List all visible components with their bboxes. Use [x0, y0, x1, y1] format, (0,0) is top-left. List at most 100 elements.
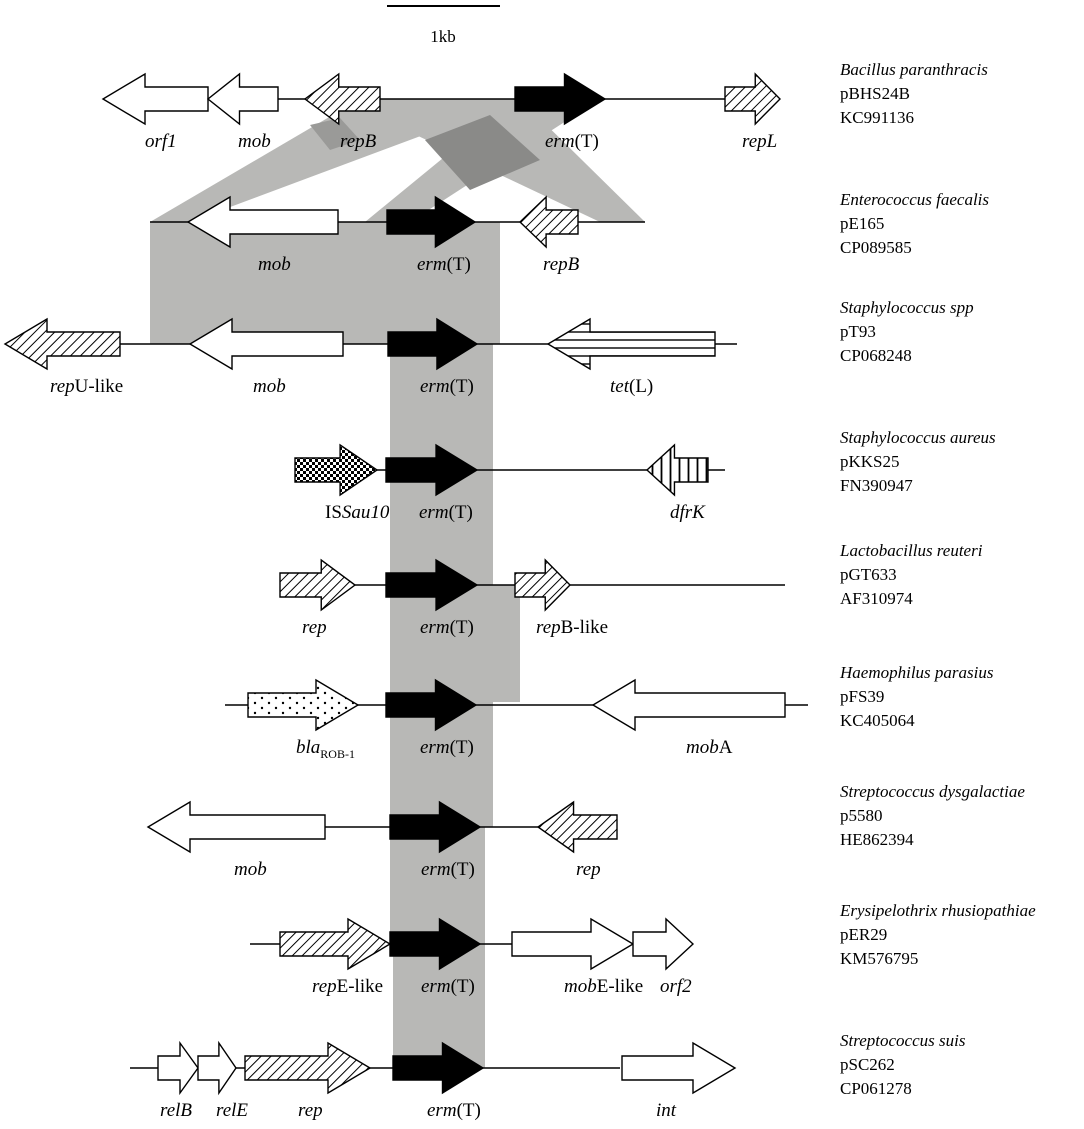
- gene-arrow-repb-like: [514, 558, 571, 612]
- gene-label-repu-like: repU-like: [50, 376, 123, 397]
- gene-arrow-dfrk: [645, 443, 709, 497]
- scale-bar-label: 1kb: [430, 27, 456, 46]
- plasmid-name: p5580: [840, 806, 883, 825]
- accession-number: AF310974: [840, 589, 913, 608]
- gene-label-ermt: erm(T): [419, 502, 473, 523]
- gene-arrow-issau10: [294, 443, 379, 497]
- gene-label-ermt: erm(T): [427, 1100, 481, 1121]
- gene-arrow-mob: [186, 195, 339, 249]
- species-name: Bacillus paranthracis: [840, 60, 988, 79]
- plasmid-name: pBHS24B: [840, 84, 910, 103]
- accession-number: KM576795: [840, 949, 918, 968]
- gene-arrow-moba: [591, 678, 786, 732]
- gene-arrow-ermt: [386, 195, 477, 249]
- gene-arrow-blarob-1: [247, 678, 360, 732]
- gene-arrow-repl: [724, 72, 781, 126]
- gene-label-mob: mob: [253, 376, 286, 397]
- plasmid-name: pFS39: [840, 687, 884, 706]
- gene-arrow-mob: [146, 800, 326, 854]
- accession-number: KC405064: [840, 711, 915, 730]
- gene-arrow-rep: [536, 800, 618, 854]
- species-name: Haemophilus parasius: [839, 663, 994, 682]
- gene-label-ermt: erm(T): [421, 859, 475, 880]
- gene-label-rep: rep: [298, 1100, 323, 1121]
- gene-label-mob: mob: [234, 859, 267, 880]
- gene-label-dfrk: dfrK: [670, 502, 706, 523]
- species-name: Streptococcus dysgalactiae: [840, 782, 1025, 801]
- species-name: Staphylococcus aureus: [840, 428, 996, 447]
- gene-label-ermt: erm(T): [545, 131, 599, 152]
- gene-arrow-ermt: [385, 443, 479, 497]
- gene-arrow-rele: [197, 1040, 237, 1096]
- species-name: Staphylococcus spp: [840, 298, 974, 317]
- gene-label-orf2: orf2: [660, 976, 692, 997]
- gene-arrow-ermt: [389, 800, 482, 854]
- gene-arrow-ermt: [514, 72, 607, 126]
- accession-number: FN390947: [840, 476, 913, 495]
- gene-label-mob: mob: [238, 131, 271, 152]
- accession-number: HE862394: [840, 830, 914, 849]
- gene-label-rele: relE: [216, 1100, 248, 1121]
- plasmid-name: pT93: [840, 322, 876, 341]
- gene-arrow-ermt: [387, 317, 479, 371]
- species-name: Enterococcus faecalis: [839, 190, 989, 209]
- gene-arrow-repe-like: [279, 917, 392, 971]
- accession-number: CP061278: [840, 1079, 912, 1098]
- gene-label-ermt: erm(T): [417, 254, 471, 275]
- gene-arrow-mobe-like: [511, 917, 635, 971]
- gene-label-issau10: ISSau10: [325, 502, 390, 523]
- gene-label-rep: rep: [302, 617, 327, 638]
- gene-arrow-repb: [518, 195, 579, 249]
- accession-number: KC991136: [840, 108, 914, 127]
- homology-block-mob-pE165-pT93: [150, 222, 385, 344]
- gene-arrow-orf1: [101, 72, 209, 126]
- gene-label-repl: repL: [742, 131, 777, 152]
- gene-arrow-ermt: [385, 558, 479, 612]
- gene-arrow-repb: [303, 72, 381, 126]
- gene-label-repb: repB: [543, 254, 580, 275]
- homology-overlap-dark-2: [310, 118, 360, 150]
- accession-number: CP068248: [840, 346, 912, 365]
- plasmid-name: pE165: [840, 214, 884, 233]
- species-name: Lactobacillus reuteri: [839, 541, 983, 560]
- plasmid-name: pSC262: [840, 1055, 895, 1074]
- plasmid-track-pt93: repU-like mob erm(T) tet(L) Staphylococcus s…: [3, 298, 974, 397]
- plasmid-name: pKKS25: [840, 452, 900, 471]
- gene-arrow-rep: [244, 1041, 372, 1095]
- plasmid-name: pER29: [840, 925, 887, 944]
- gene-label-moba: mobA: [686, 737, 733, 758]
- homology-shading: [150, 99, 645, 1068]
- gene-arrow-ermt: [389, 917, 482, 971]
- gene-arrow-rep: [279, 558, 357, 612]
- gene-label-rep: rep: [576, 859, 601, 880]
- gene-arrow-mob: [206, 72, 279, 126]
- plasmid-info-pbhs24b: Bacillus paranthracis pBHS24B KC991136: [840, 60, 988, 127]
- gene-label-mobe-like: mobE-like: [564, 976, 643, 997]
- gene-label-ermt: erm(T): [420, 376, 474, 397]
- gene-label-ermt: erm(T): [421, 976, 475, 997]
- gene-arrow-ermt: [385, 678, 478, 732]
- plasmid-info-per29: Erysipelothrix rhusiopathiaepER29KM57679…: [839, 901, 1036, 968]
- gene-arrow-relb: [157, 1040, 199, 1096]
- gene-arrow-tetl: [546, 317, 716, 371]
- gene-label-relb: relB: [160, 1100, 192, 1121]
- gene-label-int: int: [656, 1100, 677, 1121]
- homology-block-erm-core: [383, 222, 520, 1068]
- gene-label-tetl: tet(L): [610, 376, 653, 397]
- gene-arrow-orf2: [632, 917, 695, 971]
- gene-label-blarob-1: blaROB-1: [296, 737, 355, 761]
- gene-label-repb-like: repB-like: [536, 617, 608, 638]
- gene-label-repe-like: repE-like: [312, 976, 383, 997]
